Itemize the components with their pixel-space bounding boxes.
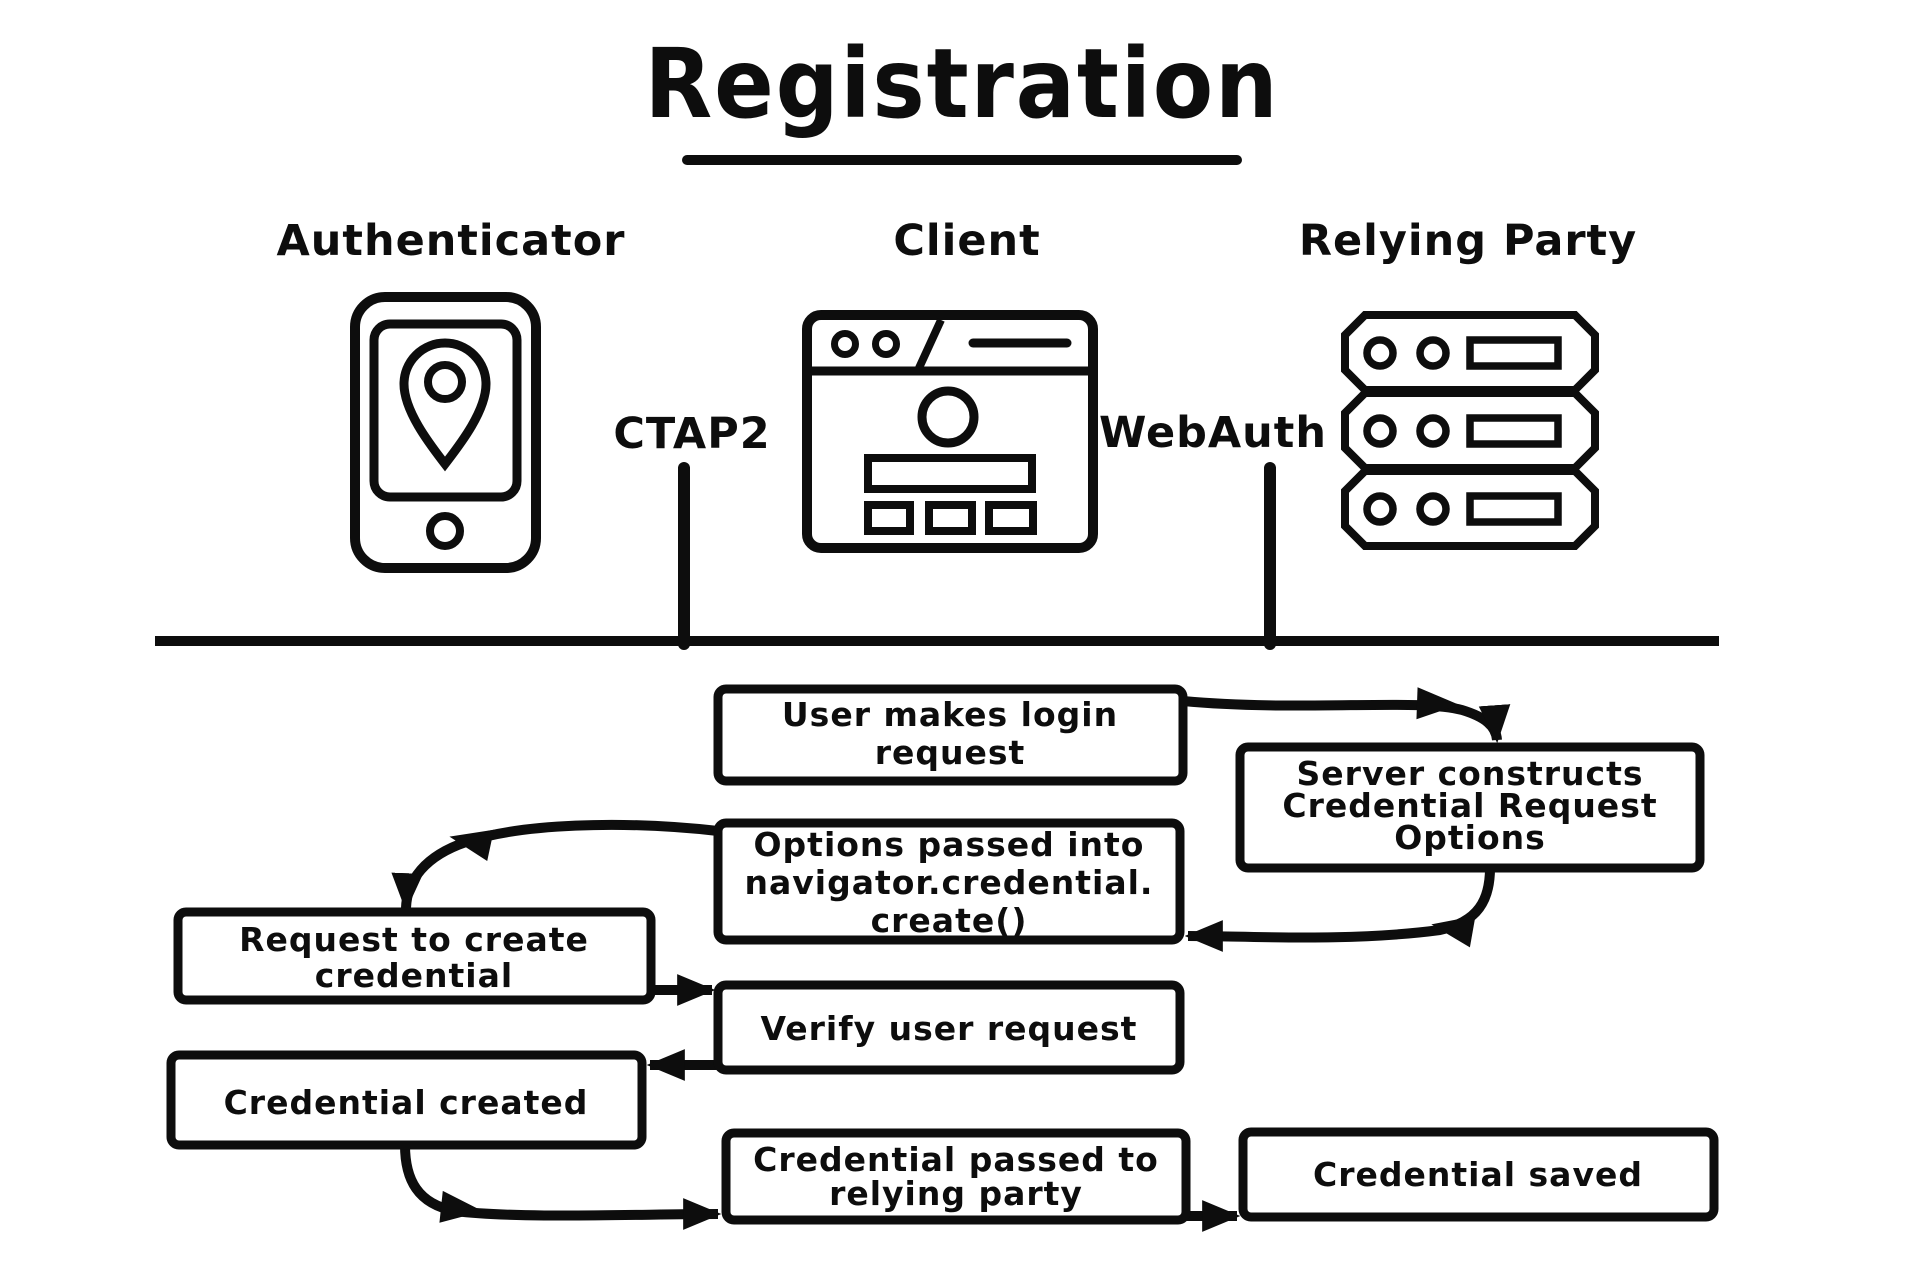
flow-box-text: Credential created — [224, 1083, 589, 1122]
protocol-label-webauth: WebAuth — [1099, 408, 1327, 458]
flow-box-text: credential — [315, 956, 513, 995]
browser-content-tile — [864, 501, 914, 535]
browser-dot-icon — [831, 330, 859, 358]
browser-frame — [802, 310, 1098, 553]
flow-box-credential-passed: Credential passed to relying party — [721, 1128, 1191, 1225]
flow-arrows — [391, 687, 1511, 1232]
flow-box-outline — [721, 1128, 1191, 1225]
browser-dot-icon — [872, 330, 900, 358]
protocol-label-ctap2: CTAP2 — [613, 409, 770, 459]
browser-content-tile — [925, 501, 976, 535]
flow-box-credential-created: Credential created — [166, 1050, 647, 1150]
flow-box-outline — [173, 907, 656, 1005]
server-unit-icon — [1345, 393, 1595, 468]
browser-slash — [915, 318, 945, 370]
arrow-server-to-options — [1184, 867, 1495, 952]
arrow-created-to-passed — [400, 1144, 722, 1230]
phone-screen — [369, 319, 522, 502]
browser-content-tile — [985, 501, 1037, 535]
flow-box-text: Options — [1394, 818, 1546, 857]
phone-location-icon — [350, 292, 541, 573]
flow-box-text: Credential passed to — [753, 1140, 1159, 1179]
flow-box-user-login-request: User makes login request — [713, 684, 1188, 786]
flow-box-credential-saved: Credential saved — [1238, 1127, 1719, 1222]
flow-box-text: User makes login — [782, 695, 1118, 734]
flow-box-outline — [713, 684, 1188, 786]
flow-box-text: Credential Request — [1282, 786, 1657, 825]
flow-box-options-passed: Options passed into navigator.credential… — [713, 818, 1185, 945]
flow-box-outline — [166, 1050, 647, 1150]
browser-window-icon — [802, 310, 1098, 553]
location-pin-icon — [399, 338, 491, 472]
arrowhead-mid — [1416, 687, 1460, 721]
flow-box-text: Credential saved — [1313, 1155, 1643, 1194]
actor-label-authenticator: Authenticator — [277, 216, 626, 266]
flow-box-outline — [713, 980, 1185, 1075]
browser-avatar — [917, 386, 979, 448]
flow-box-text: navigator.credential. — [745, 863, 1154, 902]
flow-box-text: relying party — [829, 1174, 1083, 1213]
phone-body — [350, 292, 541, 573]
server-stack-icon — [1345, 315, 1595, 546]
flow-box-text: request — [875, 733, 1026, 772]
location-pin-dot — [424, 361, 466, 403]
flow-box-request-to-create: Request to create credential — [173, 907, 656, 1005]
flow-box-outline — [713, 818, 1185, 945]
flow-box-text: create() — [871, 901, 1028, 940]
flow-box-outline — [1235, 742, 1705, 873]
server-unit-icon — [1345, 471, 1595, 546]
flow-box-outline — [1238, 1127, 1719, 1222]
browser-content-bar — [864, 454, 1036, 493]
server-unit-icon — [1345, 315, 1595, 390]
flow-box-text: Options passed into — [754, 825, 1145, 864]
flow-box-text: Request to create — [239, 920, 589, 959]
flow-box-text: Server constructs — [1297, 754, 1644, 793]
phone-home-button — [426, 512, 464, 550]
page-title: Registration — [645, 28, 1280, 140]
flow-box-server-constructs: Server constructs Credential Request Opt… — [1235, 742, 1705, 873]
arrowhead-mid — [446, 820, 494, 862]
arrowhead-mid — [439, 1190, 485, 1228]
actor-label-relying-party: Relying Party — [1299, 216, 1637, 266]
actor-label-client: Client — [893, 216, 1040, 266]
flow-box-text: Verify user request — [761, 1009, 1138, 1048]
flow-box-verify-user-request: Verify user request — [713, 980, 1185, 1075]
